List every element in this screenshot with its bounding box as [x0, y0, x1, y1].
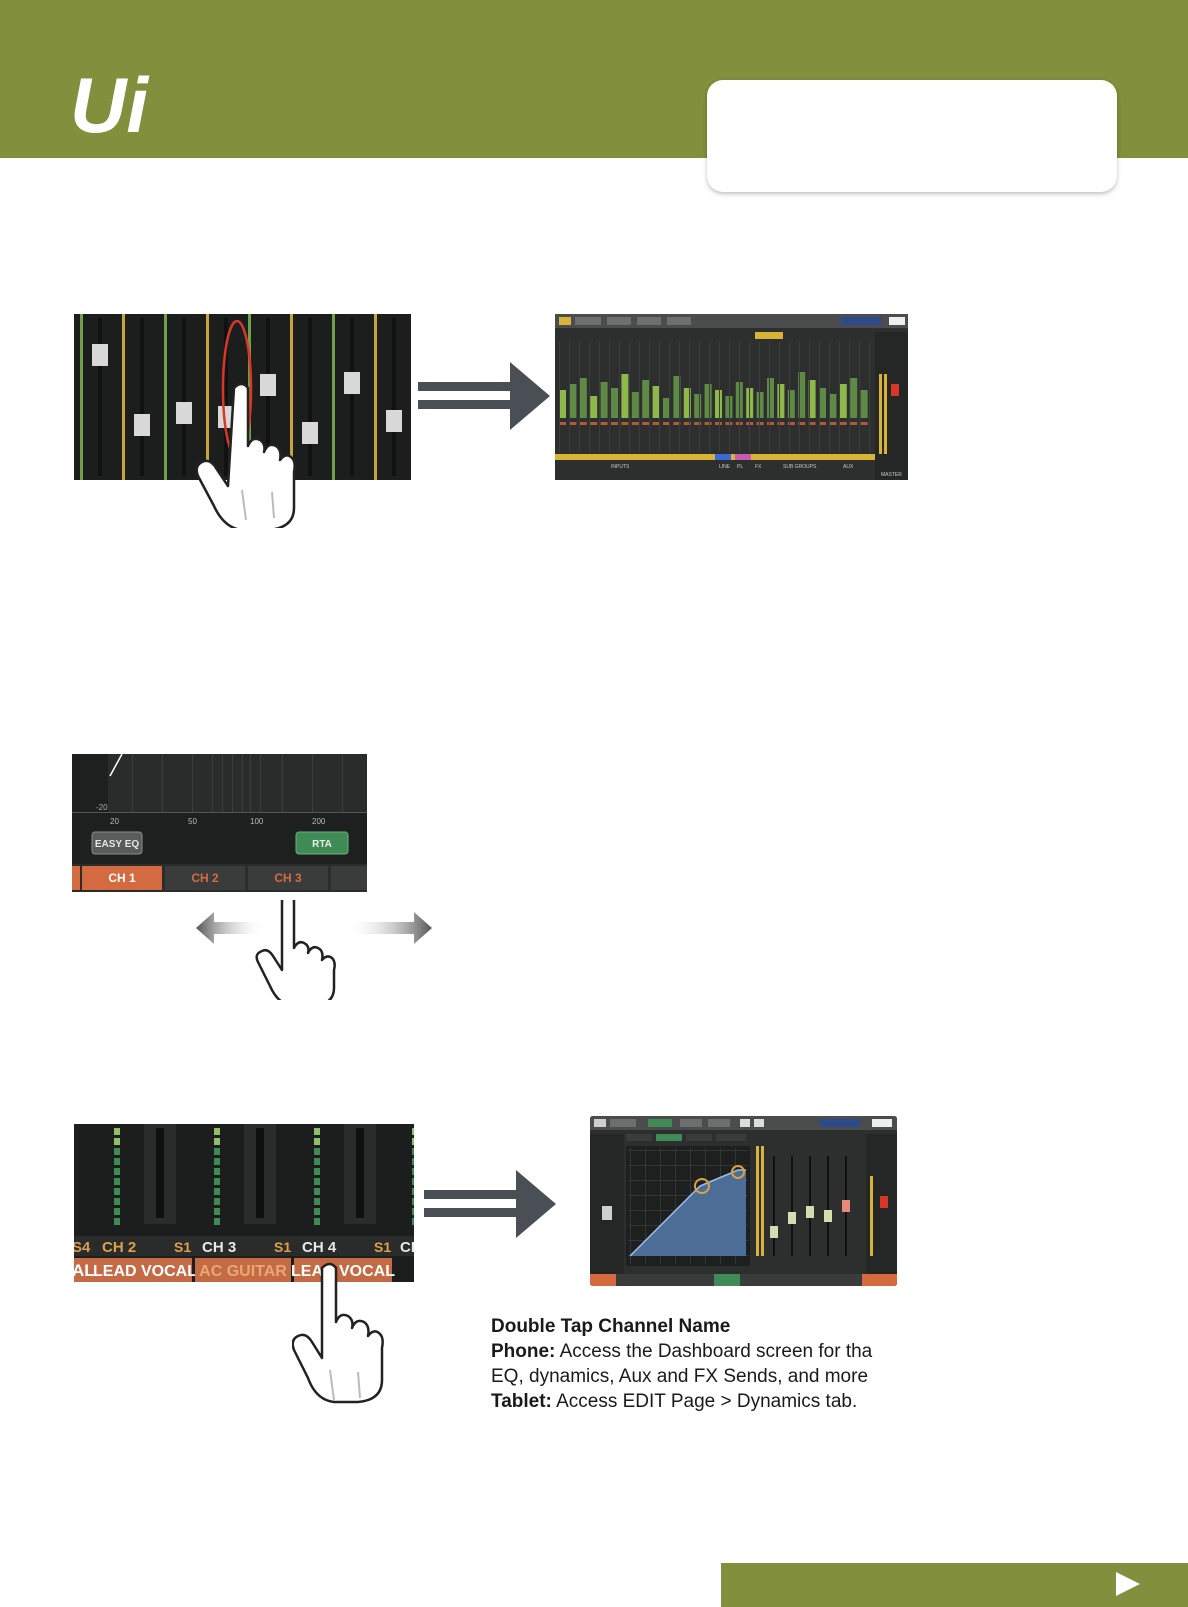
ch3-tag: S1: [274, 1239, 291, 1255]
play-next-icon[interactable]: [1116, 1572, 1140, 1596]
caption-block: Double Tap Channel Name Phone: Access th…: [491, 1314, 911, 1414]
fader-knob[interactable]: [92, 344, 108, 366]
fader-knob[interactable]: [176, 402, 192, 424]
edge-left-id: S4: [74, 1239, 91, 1256]
eq-x-tick-100: 100: [250, 817, 264, 826]
phone-text: Access the Dashboard screen for tha: [555, 1341, 873, 1362]
mixer-label-master: MASTER: [881, 472, 902, 478]
mixer-overview-screenshot: INPUTS LINE PL FX SUB GROUPS AUX MASTER: [555, 314, 908, 480]
ch3-id: CH 3: [202, 1239, 236, 1256]
mixer-label-pl: PL: [737, 464, 743, 470]
tab-ch3-label: CH 3: [274, 871, 302, 885]
mixer-label-fx: FX: [755, 464, 762, 470]
header-band: Ui: [0, 0, 1188, 192]
hand-double-tap-icon: [292, 1262, 384, 1404]
tablet-label: Tablet:: [491, 1391, 552, 1412]
edge-right-id: CH: [400, 1239, 414, 1256]
phone-label: Phone:: [491, 1341, 556, 1362]
channel-name-2-label: AC GUITAR: [199, 1263, 287, 1280]
caption-line-tablet: Tablet: Access EDIT Page > Dynamics tab.: [491, 1389, 911, 1414]
eq-channel-swipe-image: -20 20 50 100 200 EASY EQ RTA CH 1 CH 2 …: [72, 754, 367, 892]
logo-text: Ui: [70, 70, 149, 142]
hand-tap-icon: [196, 382, 296, 528]
easy-eq-label: EASY EQ: [95, 839, 139, 850]
tablet-text: Access EDIT Page > Dynamics tab.: [551, 1391, 858, 1412]
rta-label: RTA: [312, 839, 332, 850]
ui-logo: Ui: [70, 70, 149, 142]
edge-left-name: AL: [74, 1261, 95, 1280]
fader-knob[interactable]: [134, 414, 150, 436]
dyn-fader-knob[interactable]: [770, 1226, 778, 1238]
mixer-label-subgroups: SUB GROUPS: [783, 464, 817, 470]
ch4-tag: S1: [374, 1239, 391, 1255]
channel-name-1-label: LEAD VOCAL: [93, 1263, 197, 1280]
fader-knob[interactable]: [344, 372, 360, 394]
tab-ch2[interactable]: [165, 866, 245, 890]
fader-knob[interactable]: [218, 406, 234, 428]
tab-ch1[interactable]: [82, 866, 162, 890]
footer-band: [721, 1563, 1188, 1607]
fader-knob[interactable]: [386, 410, 402, 432]
eq-y-tick: -20: [96, 803, 108, 812]
eq-x-tick-200: 200: [312, 817, 326, 826]
swipe-left-right-icon: [196, 900, 432, 1000]
ch2-id: CH 2: [102, 1239, 136, 1256]
channel-name-strip: S4 CH 2 S1 CH 3 S1 CH 4 S1 CH AL LEAD VO…: [74, 1124, 414, 1282]
channel-name-strip-image: S4 CH 2 S1 CH 3 S1 CH 4 S1 CH AL LEAD VO…: [74, 1124, 414, 1282]
fader-knob[interactable]: [302, 422, 318, 444]
caption-line-phone: Phone: Access the Dashboard screen for t…: [491, 1339, 911, 1364]
channel-name-lead-vocal-1[interactable]: [98, 1258, 192, 1282]
mixer-label-line: LINE: [719, 464, 731, 470]
tab-ch3[interactable]: [248, 866, 328, 890]
channel-name-3-label: LEAD VOCAL: [291, 1263, 395, 1280]
dyn-fader-knob[interactable]: [806, 1206, 814, 1218]
easy-eq-button[interactable]: [91, 831, 143, 855]
eq-graph: -20 20 50 100 200 EASY EQ RTA CH 1 CH 2 …: [72, 754, 367, 892]
caption-heading: Double Tap Channel Name: [491, 1316, 731, 1337]
eq-x-tick-50: 50: [188, 817, 197, 826]
caption-line-2: EQ, dynamics, Aux and FX Sends, and more: [491, 1366, 869, 1387]
dyn-fader-knob[interactable]: [842, 1200, 850, 1212]
mixer-overview: INPUTS LINE PL FX SUB GROUPS AUX MASTER: [555, 314, 908, 480]
tab-ch2-label: CH 2: [191, 871, 219, 885]
arrow-right-icon: [418, 362, 550, 430]
dyn-fader-knob[interactable]: [788, 1212, 796, 1224]
mixer-label-inputs: INPUTS: [611, 464, 630, 470]
dynamics-screen: [590, 1116, 897, 1286]
eq-x-tick-20: 20: [110, 817, 119, 826]
dyn-fader-knob[interactable]: [824, 1210, 832, 1222]
channel-name-ac-guitar[interactable]: [195, 1258, 291, 1282]
mixer-label-aux: AUX: [843, 464, 854, 470]
tab-ch1-label: CH 1: [108, 871, 136, 885]
channel-name-lead-vocal-2[interactable]: [294, 1258, 392, 1282]
fader-knob[interactable]: [260, 374, 276, 396]
rta-button[interactable]: [295, 831, 349, 855]
ch4-id: CH 4: [302, 1239, 337, 1256]
dynamics-screen-screenshot: [590, 1116, 897, 1286]
title-box: [707, 80, 1117, 192]
arrow-right-icon-2: [424, 1170, 556, 1238]
ch2-tag: S1: [174, 1239, 191, 1255]
